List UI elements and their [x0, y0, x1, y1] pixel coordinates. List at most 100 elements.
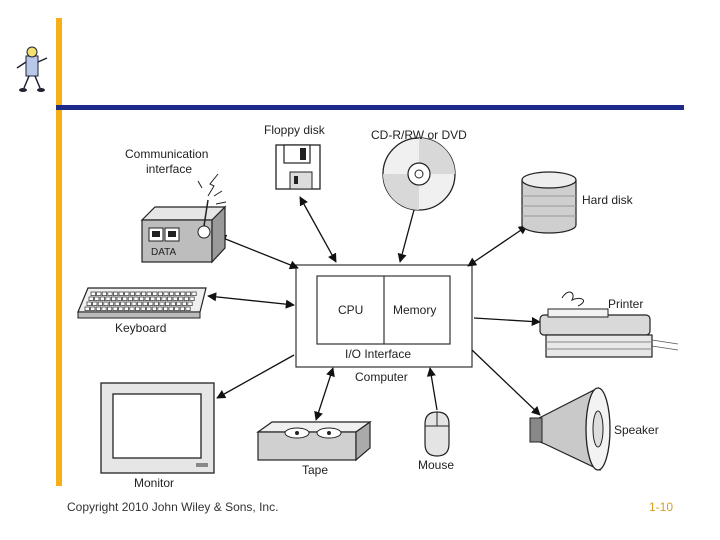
arrow-comm [217, 234, 299, 270]
keyboard-key [84, 306, 90, 311]
keyboard-key [155, 296, 161, 301]
keyboard-key [153, 301, 159, 306]
arrow-harddisk [467, 225, 528, 267]
floppy-disk-icon [275, 144, 321, 190]
keyboard-key [189, 296, 195, 301]
keyboard-key [140, 306, 146, 311]
keyboard-key [157, 306, 163, 311]
mascot-icon [16, 46, 48, 92]
keyboard-key [111, 296, 117, 301]
keyboard-key [131, 301, 137, 306]
keyboard-key [122, 296, 128, 301]
keyboard-key [88, 296, 94, 301]
label-monitor: Monitor [134, 476, 175, 490]
monitor-icon [100, 382, 215, 474]
keyboard-key [105, 296, 111, 301]
keyboard-key [125, 301, 131, 306]
keyboard-key [135, 291, 141, 296]
arrow-printer [473, 316, 541, 327]
keyboard-key [118, 306, 124, 311]
keyboard-key [113, 291, 119, 296]
arrow-floppy [299, 196, 337, 263]
keyboard-key [170, 301, 176, 306]
label-cd: CD-R/RW or DVD [371, 128, 467, 142]
keyboard-icon [77, 287, 207, 319]
keyboard-key [133, 296, 139, 301]
keyboard-key [109, 301, 115, 306]
keyboard-key [120, 301, 126, 306]
keyboard-key [151, 306, 157, 311]
hard-disk-icon [521, 171, 577, 234]
keyboard-key [101, 306, 107, 311]
keyboard-key [129, 291, 135, 296]
keyboard-key [168, 306, 174, 311]
keyboard-key [129, 306, 135, 311]
keyboard-key [174, 291, 180, 296]
keyboard-key [185, 291, 191, 296]
keyboard-key [95, 306, 101, 311]
keyboard-key [187, 301, 193, 306]
keyboard-key [90, 291, 96, 296]
keyboard-key [97, 301, 103, 306]
keyboard-key [183, 296, 189, 301]
label-tape: Tape [302, 463, 329, 477]
keyboard-key [118, 291, 124, 296]
keyboard-key [101, 291, 107, 296]
keyboard-key [94, 296, 100, 301]
keyboard-key [138, 296, 145, 301]
keyboard-key [140, 291, 147, 296]
label-keyboard: Keyboard [115, 321, 167, 335]
keyboard-key [107, 291, 113, 296]
keyboard-key [96, 291, 102, 296]
keyboard-key [146, 291, 152, 296]
keyboard-key [174, 306, 180, 311]
page-number: 1-10 [649, 500, 674, 514]
keyboard-key [150, 296, 156, 301]
keyboard-key [157, 291, 163, 296]
accent-bar [56, 18, 62, 486]
keyboard-key [185, 306, 191, 311]
label-cpu: CPU [338, 303, 364, 317]
arrow-speaker [471, 349, 541, 416]
keyboard-key [92, 301, 98, 306]
keyboard-key [112, 306, 118, 311]
keyboard-key [180, 291, 186, 296]
label-io-interface: I/O Interface [345, 347, 412, 361]
keyboard-key [163, 291, 169, 296]
communication-interface-icon [140, 173, 227, 264]
label-mouse: Mouse [418, 458, 455, 472]
label-printer: Printer [608, 297, 644, 311]
keyboard-key [134, 306, 141, 311]
keyboard-key [136, 301, 143, 306]
label-floppy-disk: Floppy disk [264, 123, 325, 137]
keyboard-key [90, 306, 96, 311]
keyboard-key [159, 301, 165, 306]
printer-icon [539, 291, 679, 358]
label-data: DATA [151, 247, 177, 258]
keyboard-key [164, 301, 171, 306]
keyboard-key [103, 301, 109, 306]
keyboard-key [146, 306, 152, 311]
keyboard-key [142, 301, 148, 306]
keyboard-key [179, 306, 185, 311]
keyboard-key [86, 301, 92, 306]
keyboard-key [162, 306, 169, 311]
keyboard-key [148, 301, 154, 306]
arrow-keyboard [207, 292, 295, 309]
keyboard-key [107, 306, 113, 311]
cd-disc-icon [382, 137, 456, 211]
keyboard-key [176, 301, 182, 306]
label-communication: Communication [125, 147, 209, 161]
title-rule [56, 105, 684, 110]
keyboard-key [123, 306, 129, 311]
keyboard-key [168, 291, 175, 296]
keyboard-key [161, 296, 167, 301]
arrow-monitor [216, 354, 295, 399]
tape-icon [256, 420, 372, 462]
label-interface: interface [146, 162, 193, 176]
keyboard-key [152, 291, 158, 296]
label-speaker: Speaker [614, 423, 659, 437]
label-computer: Computer [355, 370, 408, 384]
arrow-tape [314, 367, 335, 421]
